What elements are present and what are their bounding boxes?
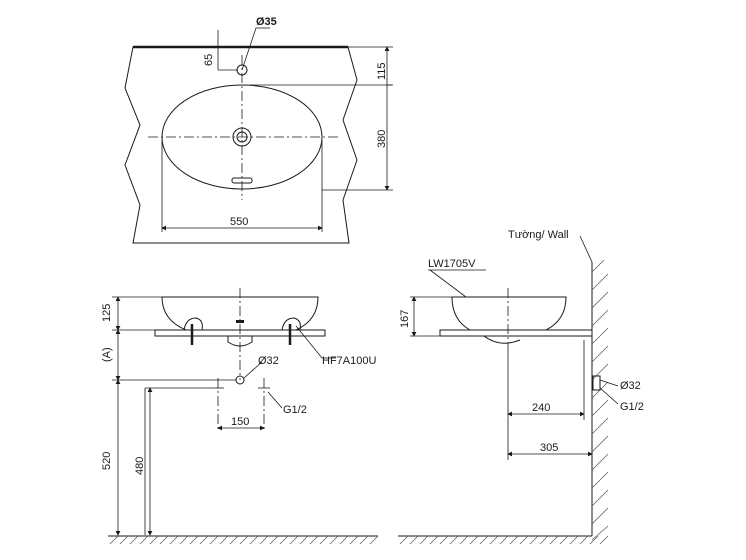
dim-A-label: (A) [101,347,113,362]
dim-115-label: 115 [376,62,388,80]
leader-drain [243,361,263,379]
side-view: Tường/ Wall LW1705V 167 Ø32 G1/2 240 305 [398,229,644,545]
dim-380-label: 380 [376,130,388,148]
dim-550-label: 550 [230,216,248,228]
leader-model [295,325,323,359]
right-clamp [281,317,301,331]
side-counter [439,329,593,337]
dim-520-label: 520 [101,452,113,470]
front-supply-label: G1/2 [283,404,307,416]
leader-hole [241,27,257,71]
wall-outlet [592,375,601,391]
front-drain-dia-label: Ø32 [258,355,279,367]
hole-dia-label: Ø35 [256,16,277,28]
drain-mark [236,320,244,323]
front-view: HF7A100U Ø32 G1/2 150 125 (A) 520 480 [101,288,379,545]
side-drain-dia-label: Ø32 [620,380,641,392]
dim-65-label: 65 [203,54,215,66]
top-view: Ø35 65 115 380 550 [124,16,393,244]
drain-inner [236,131,248,143]
dim-480-label: 480 [134,457,146,475]
wall-hatch [591,259,609,541]
dim-240-label: 240 [532,402,550,414]
dim-167-label: 167 [399,310,411,328]
leader-wall [579,235,593,263]
side-floor-hatch [399,535,609,545]
overflow-slot [231,177,253,184]
leader-side-drain [599,379,619,387]
left-clamp [183,317,203,331]
leader-side-supply [599,387,619,405]
drain-outer [232,127,252,147]
dim-150-label: 150 [231,416,249,428]
front-drain-body [227,336,253,347]
countertop-outline [124,46,358,244]
basin-model-label: LW1705V [428,258,476,270]
wall-label: Tường/ Wall [508,229,569,241]
dim-305-label: 305 [540,442,558,454]
front-counter [154,329,326,337]
front-floor-hatch [109,535,379,545]
leader-supply [267,391,283,409]
side-basin [451,296,567,331]
side-supply-label: G1/2 [620,401,644,413]
dim-125-label: 125 [101,304,113,322]
drain-model-label: HF7A100U [322,355,376,367]
side-drain-body [483,335,521,344]
leader-basin-model [429,269,467,298]
